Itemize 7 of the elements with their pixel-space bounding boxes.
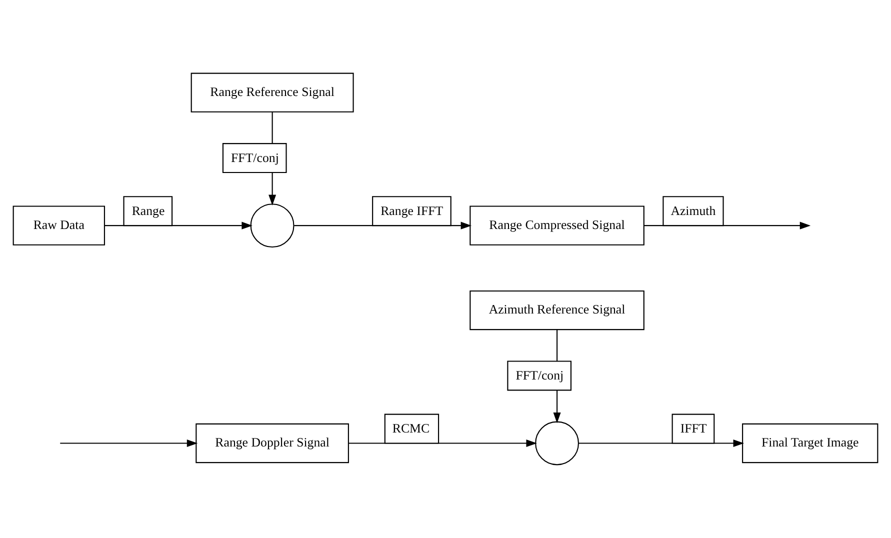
edge-label: Range IFFT <box>380 204 444 218</box>
edge-label: IFFT <box>680 422 707 436</box>
edge-label: Azimuth <box>670 204 716 218</box>
edge-label: RCMC <box>392 422 430 436</box>
edge-label: Range <box>132 204 165 218</box>
edge-label: FFT/conj <box>516 368 564 383</box>
edge-label: FFT/conj <box>231 150 279 165</box>
